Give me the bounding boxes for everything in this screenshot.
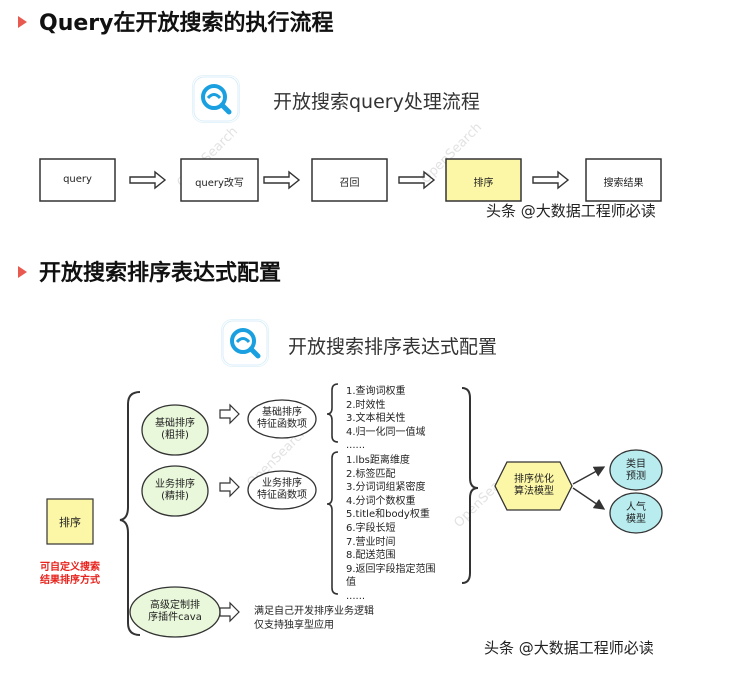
list-item: 6.字段长短 bbox=[346, 522, 396, 534]
func-basic-oval bbox=[247, 399, 317, 439]
section2-title: 开放搜索排序表达式配置 bbox=[39, 261, 282, 286]
list-item: 1.查询词权重 bbox=[346, 386, 406, 397]
output-line: 预测 bbox=[626, 471, 646, 482]
root-label: 排序 bbox=[59, 516, 81, 529]
flow-box-result bbox=[585, 158, 662, 202]
list-item: 4.分词个数权重 bbox=[346, 495, 416, 507]
advanced-desc-line: 满足自己开发排序业务逻辑 bbox=[254, 606, 374, 617]
list-item: 值 bbox=[346, 577, 356, 589]
list-item: 7.营业时间 bbox=[346, 536, 396, 548]
branch-business-label: 业务排序 (精排) bbox=[142, 479, 208, 503]
section2-heading: 开放搜索排序表达式配置 bbox=[18, 255, 281, 287]
advanced-desc-line: 仅支持独享型应用 bbox=[254, 620, 334, 631]
output-category-oval bbox=[609, 449, 663, 491]
bullet-triangle-icon bbox=[18, 266, 27, 278]
flow-arrow bbox=[129, 170, 570, 190]
func-business-label: 业务排序 特征函数项 bbox=[248, 478, 316, 502]
basic-items-list: 1.查询词权重 2.时效性 3.文本相关性 4.归一化同一值域 ...... bbox=[346, 385, 426, 453]
branch-advanced-line: 高级定制排 bbox=[150, 600, 200, 611]
list-item: 2.时效性 bbox=[346, 399, 386, 411]
branch-arrow bbox=[219, 403, 240, 623]
flow-label-recall: 召回 bbox=[339, 178, 360, 189]
diagram1-title: 开放搜索query处理流程 bbox=[273, 91, 480, 113]
credit-watermark-1: 头条 @大数据工程师必读 bbox=[486, 202, 656, 220]
flow-label-sort: 排序 bbox=[473, 178, 494, 189]
list-item: 3.文本相关性 bbox=[346, 413, 406, 424]
credit-watermark-2: 头条 @大数据工程师必读 bbox=[484, 639, 654, 657]
branch-basic-oval bbox=[141, 404, 209, 456]
flow-box-recall bbox=[311, 158, 388, 202]
func-business-oval bbox=[247, 470, 317, 510]
section1-heading: Query在开放搜索的执行流程 bbox=[18, 5, 333, 37]
business-items-list: 1.lbs距离维度 2.标签匹配 3.分词词组紧密度 4.分词个数权重 5.ti… bbox=[346, 454, 436, 604]
list-item: 2.标签匹配 bbox=[346, 468, 396, 480]
left-brace bbox=[119, 391, 141, 636]
list-item: ...... bbox=[346, 440, 366, 451]
root-box bbox=[46, 498, 94, 545]
list-item: 4.归一化同一值域 bbox=[346, 426, 426, 438]
flow-box-query bbox=[39, 158, 116, 202]
list-item: 3.分词词组紧密度 bbox=[346, 482, 426, 494]
flow-label-result: 搜索结果 bbox=[603, 178, 644, 189]
model-hexagon bbox=[494, 461, 573, 511]
model-line: 排序优化 bbox=[514, 474, 554, 485]
list-item: ...... bbox=[346, 590, 366, 602]
func-business-line: 业务排序 bbox=[262, 478, 302, 489]
branch-business-oval bbox=[141, 465, 209, 517]
root-note-line: 结果排序方式 bbox=[40, 575, 100, 586]
func-business-line: 特征函数项 bbox=[257, 490, 307, 501]
branch-basic-line: 基础排序 bbox=[155, 418, 195, 429]
output-category-label: 类目 预测 bbox=[610, 459, 662, 483]
func-basic-label: 基础排序 特征函数项 bbox=[248, 407, 316, 431]
bullet-triangle-icon bbox=[18, 16, 27, 28]
opensearch-logo-icon bbox=[222, 320, 268, 366]
branch-advanced-label: 高级定制排 序插件cava bbox=[130, 600, 220, 624]
list-item: 1.lbs距离维度 bbox=[346, 455, 410, 466]
model-line: 算法模型 bbox=[514, 486, 554, 497]
output-line: 模型 bbox=[626, 514, 646, 525]
output-popularity-oval bbox=[609, 492, 663, 534]
flow-label-rewrite: query改写 bbox=[195, 178, 244, 189]
branch-advanced-line: 序插件cava bbox=[148, 612, 202, 623]
opensearch-logo-icon bbox=[193, 76, 239, 122]
root-note: 可自定义搜索 结果排序方式 bbox=[30, 561, 110, 587]
list-item: 8.配送范围 bbox=[346, 550, 396, 562]
model-arrow bbox=[572, 466, 606, 485]
items-brace bbox=[326, 383, 339, 443]
branch-business-line: (精排) bbox=[161, 491, 189, 502]
flow-box-rewrite bbox=[180, 158, 259, 202]
model-label: 排序优化 算法模型 bbox=[498, 474, 570, 498]
flow-box-sort bbox=[445, 158, 522, 202]
list-item: 5.title和body权重 bbox=[346, 509, 430, 521]
func-basic-line: 特征函数项 bbox=[257, 419, 307, 430]
model-arrow bbox=[572, 487, 606, 510]
branch-business-line: 业务排序 bbox=[155, 479, 195, 490]
flow-label-query: query bbox=[63, 174, 92, 185]
func-basic-line: 基础排序 bbox=[262, 407, 302, 418]
output-popularity-label: 人气 模型 bbox=[610, 502, 662, 526]
items-brace bbox=[326, 451, 339, 595]
output-line: 人气 bbox=[626, 502, 646, 513]
list-item: 9.返回字段指定范围 bbox=[346, 563, 436, 575]
diagram2-title: 开放搜索排序表达式配置 bbox=[288, 336, 498, 358]
output-line: 类目 bbox=[626, 459, 646, 470]
section1-title: Query在开放搜索的执行流程 bbox=[39, 11, 334, 36]
root-note-line: 可自定义搜索 bbox=[40, 562, 100, 573]
branch-basic-label: 基础排序 (粗排) bbox=[142, 418, 208, 442]
right-brace bbox=[461, 387, 479, 584]
advanced-desc: 满足自己开发排序业务逻辑 仅支持独享型应用 bbox=[254, 605, 374, 633]
branch-basic-line: (粗排) bbox=[161, 430, 189, 441]
